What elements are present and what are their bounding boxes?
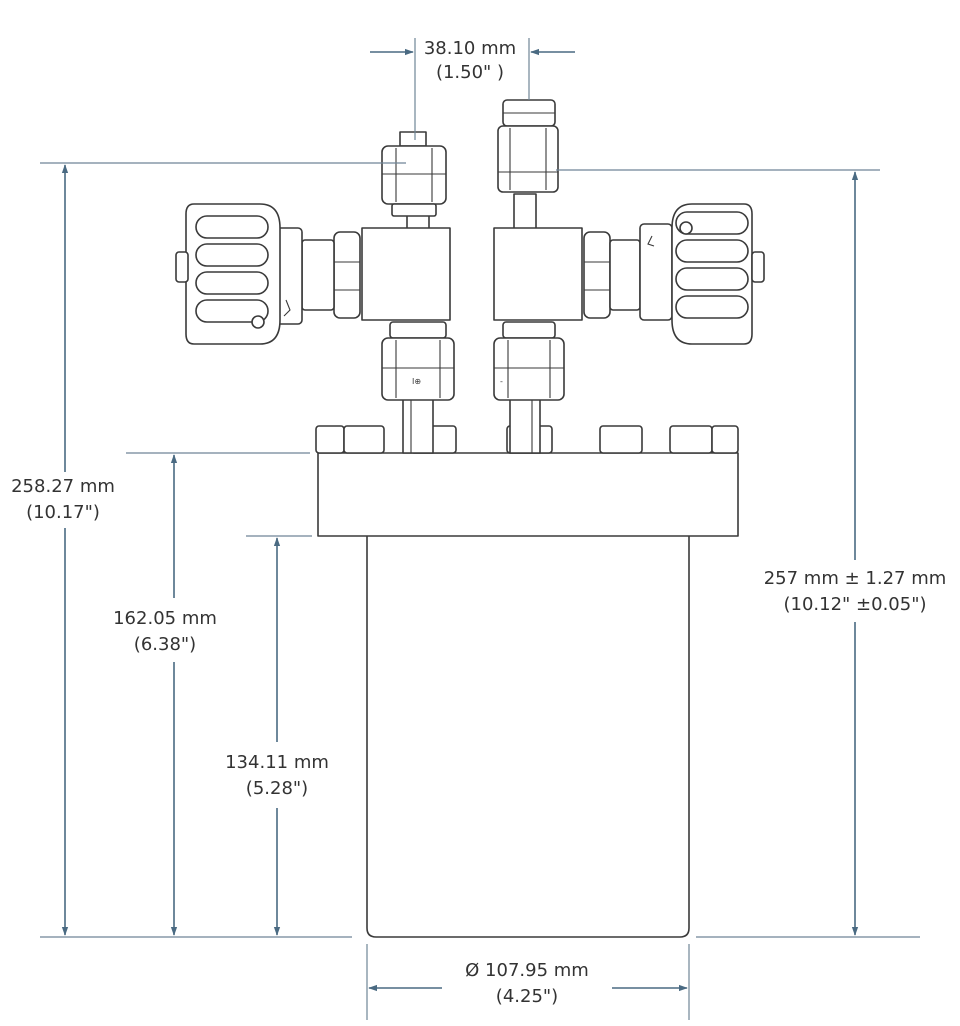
body-height-metric: 134.11 mm (225, 752, 329, 773)
svg-text:-: - (500, 377, 503, 386)
diameter-metric: Ø 107.95 mm (465, 960, 589, 981)
vessel-height-metric: 257 mm ± 1.27 mm (764, 568, 947, 589)
overall-height-imperial: (10.17") (26, 502, 100, 523)
diameter-imperial: (4.25") (496, 986, 558, 1007)
body-height-imperial: (5.28") (246, 778, 308, 799)
vessel-body (366, 536, 690, 938)
port-spacing-imperial: (1.50" ) (436, 62, 504, 83)
left-port-assembly: I⊕ (175, 131, 455, 454)
vessel-flange (317, 452, 739, 537)
flange-height-metric: 162.05 mm (113, 608, 217, 629)
svg-text:I⊕: I⊕ (412, 377, 421, 386)
vessel-height-imperial: (10.12" ±0.05") (783, 594, 926, 615)
port-spacing-metric: 38.10 mm (424, 38, 516, 59)
overall-height-metric: 258.27 mm (11, 476, 115, 497)
dimension-lines (61, 48, 859, 992)
extension-lines (40, 38, 920, 1020)
right-port-assembly: - (493, 99, 765, 454)
flange-height-imperial: (6.38") (134, 634, 196, 655)
dimension-labels: 38.10 mm (1.50" ) 258.27 mm (10.17") 162… (11, 38, 946, 1007)
